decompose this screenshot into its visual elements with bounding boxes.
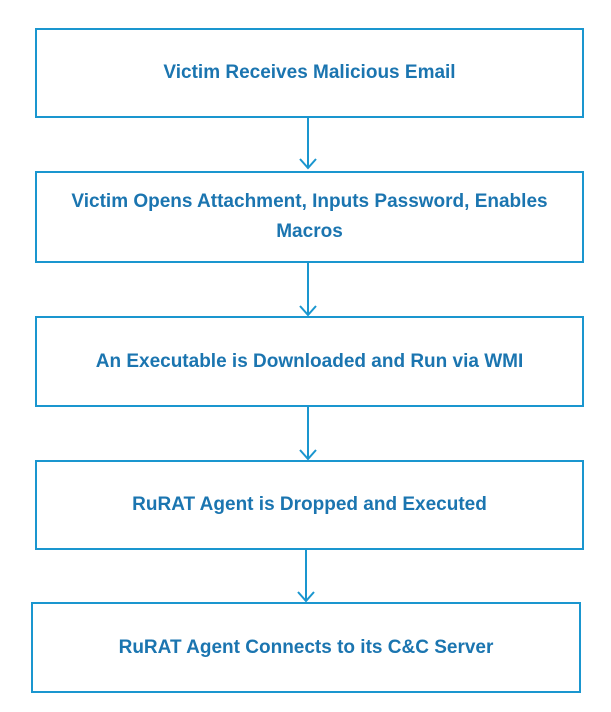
flow-step-executable-downloaded: An Executable is Downloaded and Run via … (35, 316, 584, 407)
arrow-down-icon (298, 407, 318, 461)
arrow-down-icon (298, 263, 318, 317)
flow-step-agent-dropped: RuRAT Agent is Dropped and Executed (35, 460, 584, 550)
flow-step-label: An Executable is Downloaded and Run via … (95, 350, 524, 372)
flow-step-label: Victim Opens Attachment, Inputs Password… (71, 191, 548, 242)
flow-step-label: RuRAT Agent Connects to its C&C Server (118, 636, 494, 658)
flow-step-agent-connects: RuRAT Agent Connects to its C&C Server (31, 602, 581, 693)
arrow-down-icon (298, 118, 318, 170)
flow-step-label: RuRAT Agent is Dropped and Executed (132, 494, 487, 515)
arrow-down-icon (296, 550, 316, 603)
flow-step-open-attachment: Victim Opens Attachment, Inputs Password… (35, 171, 584, 263)
flow-step-receive-email: Victim Receives Malicious Email (35, 28, 584, 118)
flow-step-label: Victim Receives Malicious Email (163, 62, 456, 83)
